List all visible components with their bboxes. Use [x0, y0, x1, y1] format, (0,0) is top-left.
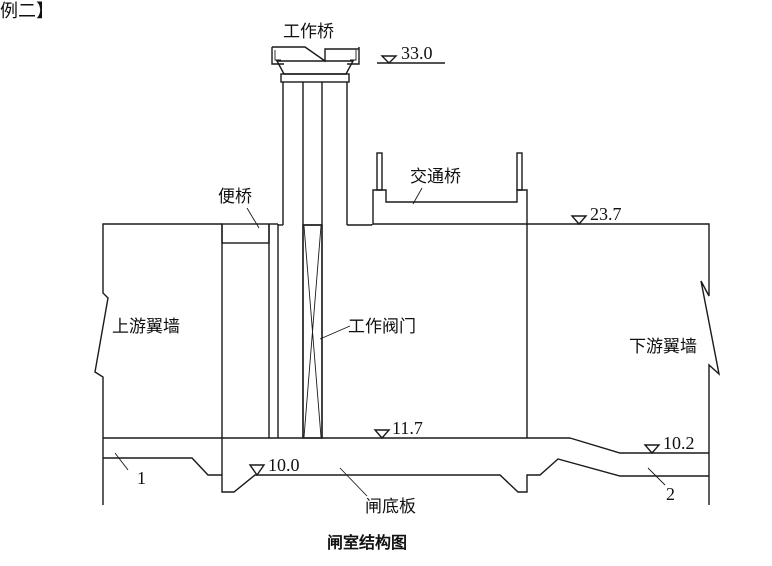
upstream-wing-wall: 上游翼墙	[94, 223, 222, 505]
traffic-bridge: 交通桥	[371, 152, 528, 438]
elevation-11-7: 11.7	[373, 418, 423, 440]
service-bridge-deck	[221, 223, 270, 244]
elevation-23-7: 23.7	[570, 204, 622, 226]
svg-text:10.2: 10.2	[663, 433, 695, 453]
marker-1: 1	[137, 468, 146, 488]
service-bridge-label: 便桥	[218, 187, 252, 207]
downstream-wing-wall: 下游翼墙	[527, 223, 721, 505]
svg-text:33.0: 33.0	[401, 43, 433, 63]
floor-slab-label: 闸底板	[365, 497, 416, 517]
work-gate-label: 工作阀门	[348, 317, 416, 337]
svg-text:11.7: 11.7	[392, 418, 423, 438]
marker-2-leader	[647, 467, 666, 486]
work-gate-leader	[319, 325, 351, 340]
upstream-wing-wall-label: 上游翼墙	[112, 317, 180, 337]
corner-heading: 例二】	[0, 1, 54, 22]
marker-2: 2	[666, 484, 675, 504]
elevation-33-0: 33.0	[377, 43, 445, 64]
downstream-wing-wall-label: 下游翼墙	[629, 337, 697, 357]
work-bridge-label: 工作桥	[283, 22, 334, 42]
svg-text:23.7: 23.7	[590, 204, 622, 224]
elevation-10-2: 10.2	[643, 433, 695, 455]
marker-1-leader	[114, 452, 129, 471]
svg-text:10.0: 10.0	[268, 455, 300, 475]
traffic-bridge-label: 交通桥	[410, 167, 461, 187]
traffic-bridge-leader	[412, 187, 423, 205]
floor-slab: 1 2 闸底板	[103, 437, 709, 517]
service-bridge: 便桥	[218, 187, 279, 438]
service-bridge-leader	[246, 207, 260, 229]
work-gate: 工作阀门	[302, 224, 416, 439]
elevation-10-0: 10.0	[248, 455, 300, 477]
figure-caption: 闸室结构图	[327, 533, 407, 552]
floor-slab-leader	[339, 467, 368, 497]
